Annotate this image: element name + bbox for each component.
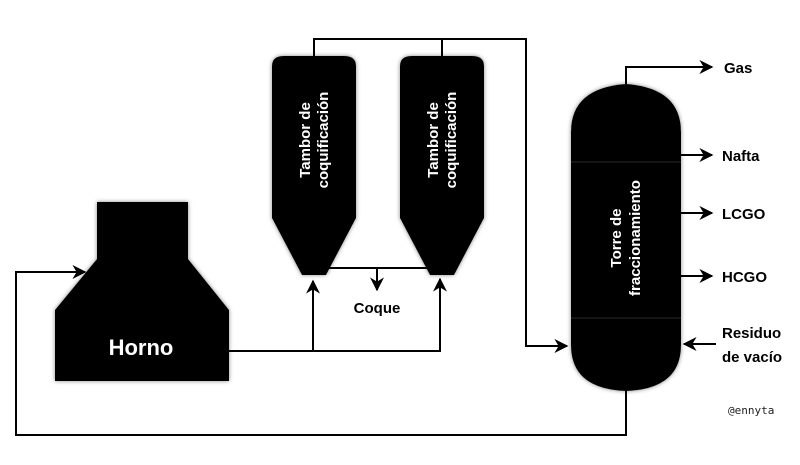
drum-2-label-line2: coquificación (443, 92, 460, 189)
coking-drum-1 (272, 56, 356, 275)
watermark: @ennyta (728, 404, 774, 417)
tower-label: Torre de fraccionamiento (608, 180, 644, 296)
recycle-line (15, 265, 627, 436)
furnace-to-drum-2-line (229, 277, 447, 352)
vapor-line-to-tower (313, 38, 569, 353)
hcgo-label: HCGO (722, 269, 767, 286)
fractionation-tower (571, 84, 681, 391)
furnace-hood (55, 259, 229, 310)
lcgo-label: LCGO (722, 206, 766, 223)
drum-1-label-line2: coquificación (315, 92, 332, 189)
residue-label-line1: Residuo (722, 325, 781, 342)
tower-label-line1: Torre de (608, 209, 625, 268)
gas-outlet-arrow (625, 60, 714, 84)
tower-label-line2: fraccionamiento (627, 180, 644, 296)
residue-label-line2: de vacío (722, 349, 782, 366)
drum-1-label-line1: Tambor de (297, 102, 314, 178)
furnace-label: Horno (109, 335, 174, 360)
drum-2-label-line1: Tambor de (425, 102, 442, 178)
coking-drum-2 (400, 56, 484, 275)
coke-label: Coque (354, 300, 401, 317)
drum-2-label: Tambor de coquificación (425, 92, 460, 189)
furnace-box (55, 310, 229, 381)
naphtha-label: Nafta (722, 148, 760, 165)
drum-1-label: Tambor de coquificación (297, 92, 332, 189)
gas-label: Gas (724, 60, 752, 77)
furnace (55, 202, 229, 381)
furnace-stack (97, 202, 188, 259)
